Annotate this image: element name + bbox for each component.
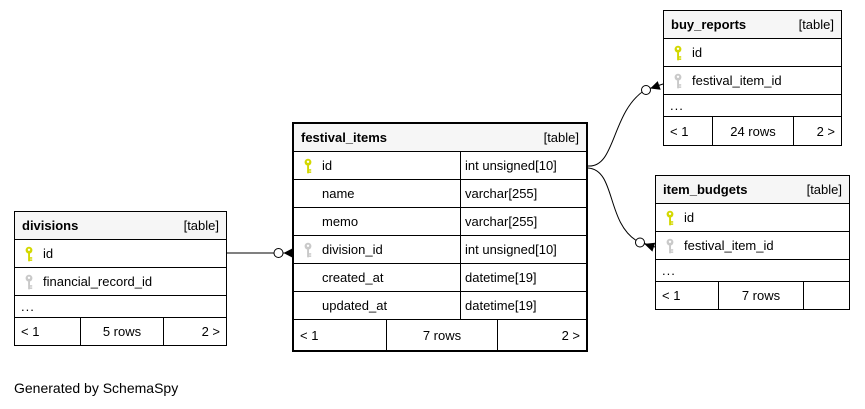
table-type-tag: [table] bbox=[798, 17, 834, 32]
key-slot bbox=[665, 238, 675, 254]
column-type: datetime[19] bbox=[460, 292, 586, 319]
cardinality-circle bbox=[641, 85, 651, 95]
column-type: varchar[255] bbox=[460, 208, 586, 235]
column-row-festival-item-id: festival_item_id bbox=[664, 67, 841, 95]
arrowhead bbox=[650, 81, 661, 90]
pager-next[interactable]: 2 > bbox=[163, 318, 226, 345]
hidden-columns-ellipsis: ... bbox=[664, 95, 841, 117]
key-slot bbox=[673, 73, 683, 89]
table-name[interactable]: festival_items bbox=[301, 130, 387, 145]
pager-prev[interactable]: < 1 bbox=[662, 288, 681, 303]
table-item-budgets-header[interactable]: item_budgets [table] bbox=[656, 176, 849, 204]
table-name[interactable]: divisions bbox=[22, 218, 79, 233]
arrowhead bbox=[644, 242, 656, 252]
column-name: memo bbox=[322, 214, 359, 229]
foreign-key-icon bbox=[666, 238, 674, 253]
table-name[interactable]: item_budgets bbox=[663, 182, 748, 197]
cardinality-circle bbox=[273, 248, 284, 258]
table-festival-items: festival_items [table] id int unsigned[1… bbox=[292, 122, 588, 352]
relationship-line-festival-items-item-budgets bbox=[587, 167, 656, 248]
column-row-festival-item-id: festival_item_id bbox=[656, 232, 849, 260]
pager-prev[interactable]: < 1 bbox=[300, 327, 319, 343]
key-slot bbox=[24, 274, 34, 290]
table-type-tag: [table] bbox=[543, 130, 579, 145]
primary-key-icon bbox=[674, 45, 682, 60]
table-divisions: divisions [table] id bbox=[14, 211, 227, 346]
primary-key-icon bbox=[25, 246, 33, 261]
column-name: created_at bbox=[322, 270, 384, 285]
pager: < 1 24 rows 2 > bbox=[664, 117, 841, 145]
relationship-line-festival-items-buy-reports bbox=[587, 83, 664, 167]
key-slot bbox=[665, 210, 675, 226]
column-name: festival_item_id bbox=[684, 238, 774, 253]
foreign-key-icon bbox=[674, 73, 682, 88]
pager-prev[interactable]: < 1 bbox=[670, 123, 689, 139]
pager-next[interactable]: 2 > bbox=[497, 320, 586, 350]
pager: < 1 7 rows bbox=[656, 282, 849, 309]
column-name: id bbox=[684, 210, 695, 225]
column-row-division-id: division_id int unsigned[10] bbox=[294, 236, 586, 264]
column-type: int unsigned[10] bbox=[460, 236, 586, 263]
column-name: festival_item_id bbox=[692, 73, 782, 88]
column-type: datetime[19] bbox=[460, 264, 586, 291]
key-slot bbox=[673, 45, 683, 61]
pager: < 1 7 rows 2 > bbox=[294, 320, 586, 350]
table-name[interactable]: buy_reports bbox=[671, 17, 747, 32]
row-count: 7 rows bbox=[386, 320, 497, 350]
column-name: division_id bbox=[322, 242, 383, 257]
row-count: 7 rows bbox=[718, 282, 803, 309]
column-row-id: id bbox=[664, 39, 841, 67]
pager: < 1 5 rows 2 > bbox=[15, 318, 226, 345]
pager-next[interactable]: 2 > bbox=[793, 117, 841, 145]
key-slot bbox=[303, 158, 313, 174]
cardinality-circle bbox=[635, 237, 645, 248]
table-type-tag: [table] bbox=[806, 182, 842, 197]
primary-key-icon bbox=[666, 210, 674, 225]
column-row-id: id bbox=[656, 204, 849, 232]
column-row-id: id bbox=[15, 240, 226, 268]
pager-next[interactable] bbox=[803, 282, 849, 309]
column-name: id bbox=[43, 246, 54, 261]
generated-by-note: Generated by SchemaSpy bbox=[14, 380, 179, 396]
row-count: 5 rows bbox=[80, 318, 163, 345]
hidden-columns-ellipsis: ... bbox=[656, 260, 849, 282]
foreign-key-icon bbox=[25, 274, 33, 289]
hidden-columns-ellipsis: ... bbox=[15, 296, 226, 318]
column-type: int unsigned[10] bbox=[460, 152, 586, 179]
primary-key-icon bbox=[304, 158, 312, 173]
column-name: updated_at bbox=[322, 298, 388, 313]
row-count: 24 rows bbox=[712, 117, 793, 145]
column-row-name: name varchar[255] bbox=[294, 180, 586, 208]
column-row-created-at: created_at datetime[19] bbox=[294, 264, 586, 292]
column-type: varchar[255] bbox=[460, 180, 586, 207]
column-name: id bbox=[322, 158, 333, 173]
column-row-updated-at: updated_at datetime[19] bbox=[294, 292, 586, 320]
key-slot bbox=[24, 246, 34, 262]
key-slot bbox=[303, 242, 313, 258]
table-divisions-header[interactable]: divisions [table] bbox=[15, 212, 226, 240]
column-name: id bbox=[692, 45, 703, 60]
pager-prev[interactable]: < 1 bbox=[21, 324, 40, 339]
table-item-budgets: item_budgets [table] id bbox=[655, 175, 850, 310]
foreign-key-icon bbox=[304, 242, 312, 257]
arrowhead bbox=[283, 248, 292, 258]
column-row-memo: memo varchar[255] bbox=[294, 208, 586, 236]
table-buy-reports: buy_reports [table] id bbox=[663, 10, 842, 146]
column-name: name bbox=[322, 186, 355, 201]
table-festival-items-header[interactable]: festival_items [table] bbox=[294, 124, 586, 152]
table-buy-reports-header[interactable]: buy_reports [table] bbox=[664, 11, 841, 39]
column-name: financial_record_id bbox=[43, 274, 153, 289]
column-row-id: id int unsigned[10] bbox=[294, 152, 586, 180]
column-row-financial-record-id: financial_record_id bbox=[15, 268, 226, 296]
table-type-tag: [table] bbox=[183, 218, 219, 233]
